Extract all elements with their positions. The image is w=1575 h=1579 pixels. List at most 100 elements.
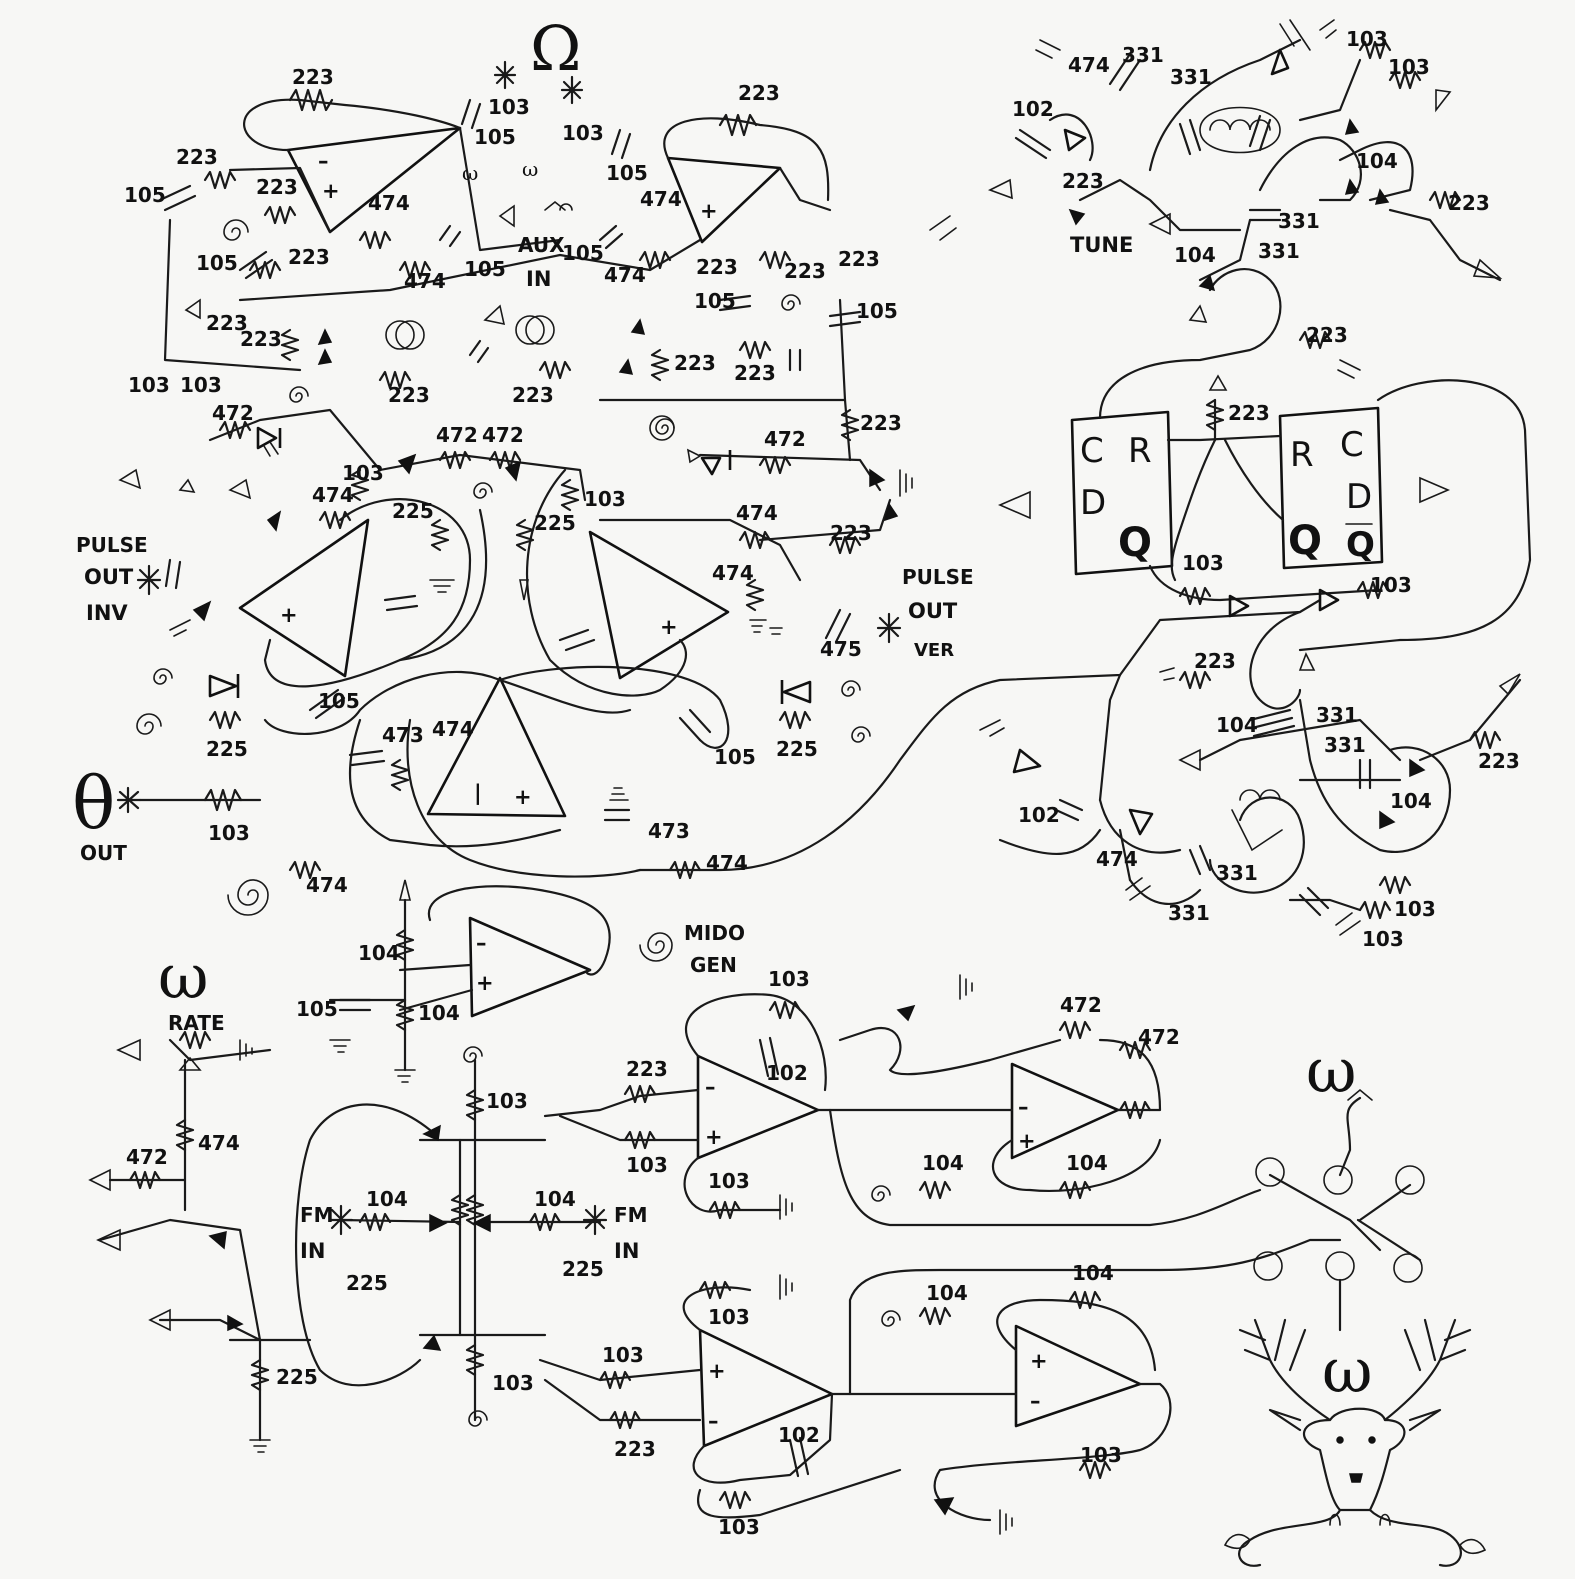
component-value: 103 bbox=[342, 461, 384, 485]
component-value: 472 bbox=[482, 423, 524, 447]
opamp-bottom-1: + – bbox=[698, 1328, 834, 1448]
component-value: 104 bbox=[1390, 789, 1432, 813]
component-value: 223 bbox=[1194, 649, 1236, 673]
component-value: 225 bbox=[534, 511, 576, 535]
diodes-and-arrows bbox=[88, 48, 1521, 1516]
component-value: 474 bbox=[198, 1131, 240, 1155]
labels: Ω θ OUT ω RATE ω ω ω ω AUX IN PULSE OUT … bbox=[72, 12, 1373, 1407]
opamp-minus-sign: – bbox=[1018, 1095, 1029, 1119]
opamp-plus-sign: + bbox=[476, 971, 494, 995]
component-value: 474 bbox=[432, 717, 474, 741]
component-value: 225 bbox=[206, 737, 248, 761]
pulse-out-inv-label: INV bbox=[86, 601, 128, 625]
star-markers bbox=[116, 60, 902, 1236]
component-value: 474 bbox=[306, 873, 348, 897]
opamp-minus-sign: – bbox=[318, 149, 329, 173]
component-value: 104 bbox=[922, 1151, 964, 1175]
switch-contact bbox=[1255, 1157, 1285, 1187]
component-value: 331 bbox=[1216, 861, 1258, 885]
star-icon bbox=[493, 60, 517, 90]
component-value: 103 bbox=[708, 1305, 750, 1329]
component-value: 474 bbox=[706, 851, 748, 875]
component-value: 331 bbox=[1316, 703, 1358, 727]
opamp-plus-sign: + bbox=[280, 603, 298, 627]
tune-label: TUNE bbox=[1070, 233, 1133, 257]
component-value: 105 bbox=[562, 241, 604, 265]
opamp-minus-sign: – bbox=[705, 1075, 716, 1099]
flipflop-qbar-pin: Q bbox=[1346, 525, 1375, 565]
component-value: 223 bbox=[1062, 169, 1104, 193]
component-value: 474 bbox=[604, 263, 646, 287]
component-value: 104 bbox=[534, 1187, 576, 1211]
opamp-bottom-2: + – bbox=[1014, 1324, 1142, 1428]
resistors bbox=[128, 40, 1502, 1510]
opamp-plus-sign: + bbox=[700, 199, 718, 223]
opamp-center: | + bbox=[426, 676, 567, 818]
component-value: 223 bbox=[206, 311, 248, 335]
component-value: 474 bbox=[1068, 53, 1110, 77]
cross-icon bbox=[328, 1204, 354, 1236]
component-value: 223 bbox=[738, 81, 780, 105]
component-value: 472 bbox=[212, 401, 254, 425]
component-value: 103 bbox=[718, 1515, 760, 1539]
component-value: 473 bbox=[648, 819, 690, 843]
component-value: 223 bbox=[626, 1057, 668, 1081]
component-value: 474 bbox=[404, 269, 446, 293]
component-value: 223 bbox=[240, 327, 282, 351]
component-value: 223 bbox=[512, 383, 554, 407]
component-value: 475 bbox=[820, 637, 862, 661]
opamp-minus-sign: – bbox=[708, 1409, 719, 1433]
component-value: 102 bbox=[1018, 803, 1060, 827]
aux-in-label: IN bbox=[526, 267, 551, 291]
component-value: 104 bbox=[1072, 1261, 1114, 1285]
component-value: 223 bbox=[1478, 749, 1520, 773]
flipflop-c-pin: C bbox=[1080, 431, 1104, 471]
star-icon bbox=[876, 612, 902, 644]
pulse-out-inv-label: OUT bbox=[84, 565, 134, 589]
component-value: 472 bbox=[1138, 1025, 1180, 1049]
opamp-minus-sign: – bbox=[1030, 1389, 1041, 1413]
component-value: 103 bbox=[708, 1169, 750, 1193]
aux-label: AUX bbox=[518, 233, 565, 257]
fm-in-left-label: IN bbox=[300, 1239, 325, 1263]
component-value: 105 bbox=[606, 161, 648, 185]
component-value: 103 bbox=[602, 1343, 644, 1367]
component-value: 474 bbox=[640, 187, 682, 211]
flipflop-right: R C D Q Q bbox=[1278, 406, 1384, 570]
component-value: 331 bbox=[1258, 239, 1300, 263]
component-value: 223 bbox=[288, 245, 330, 269]
component-value: 474 bbox=[712, 561, 754, 585]
ldr-circle bbox=[385, 320, 415, 350]
component-value: 223 bbox=[176, 145, 218, 169]
component-value: 472 bbox=[126, 1145, 168, 1169]
mido-gen-label: GEN bbox=[690, 953, 737, 977]
component-value: 103 bbox=[486, 1089, 528, 1113]
fm-in-right-label: IN bbox=[614, 1239, 639, 1263]
component-value: 225 bbox=[346, 1271, 388, 1295]
opamp-mid-right: + bbox=[588, 530, 730, 680]
component-value: 223 bbox=[1306, 323, 1348, 347]
component-value: 225 bbox=[276, 1365, 318, 1389]
cross-icon bbox=[582, 1204, 608, 1236]
fm-in-right-label: FM bbox=[614, 1203, 648, 1227]
component-value: 223 bbox=[830, 521, 872, 545]
omega-rate-symbol: ω bbox=[158, 940, 209, 1013]
component-value: 223 bbox=[734, 361, 776, 385]
opamp-top-left: – + bbox=[286, 126, 462, 234]
flipflop-r-pin: R bbox=[1290, 435, 1314, 475]
component-value: 223 bbox=[1228, 401, 1270, 425]
component-value: 103 bbox=[626, 1153, 668, 1177]
component-value: 103 bbox=[768, 967, 810, 991]
pulse-out-ver-label: PULSE bbox=[902, 565, 974, 589]
component-value: 223 bbox=[696, 255, 738, 279]
deer-illustration bbox=[1223, 1318, 1487, 1567]
pulse-out-ver-label: VER bbox=[914, 640, 954, 661]
component-value: 472 bbox=[436, 423, 478, 447]
component-value: 223 bbox=[388, 383, 430, 407]
component-value: 103 bbox=[208, 821, 250, 845]
flipflop-d-pin: D bbox=[1080, 483, 1106, 523]
opamp-minus-sign: – bbox=[476, 931, 487, 955]
component-value: 474 bbox=[736, 501, 778, 525]
opamp-lower-1: – + bbox=[696, 1054, 820, 1160]
